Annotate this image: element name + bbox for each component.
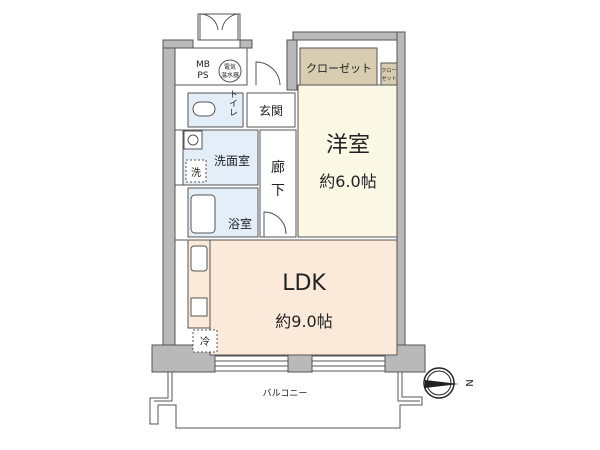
- compass-north-label: N: [463, 379, 474, 386]
- balcony-label: バルコニー: [263, 388, 308, 399]
- entrance-label: 玄関: [259, 103, 283, 118]
- fridge-space: [192, 329, 218, 353]
- sink-icon: [183, 130, 203, 150]
- toilet-label: トイレ: [227, 90, 238, 117]
- front-door: [197, 13, 281, 86]
- closet-label: クローゼット: [306, 62, 372, 75]
- bath-label: 浴室: [228, 216, 252, 231]
- compass-icon: N: [423, 367, 474, 399]
- small-closet-label-2: ゼット: [381, 75, 396, 82]
- closet: [299, 47, 378, 86]
- hallway-label-1: 廊: [271, 159, 285, 176]
- western-room: [297, 84, 398, 238]
- ldk-size: 約9.0帖: [275, 312, 332, 331]
- washer-label: 洗: [191, 167, 201, 179]
- windows: [214, 355, 386, 372]
- western-room-name: 洋室: [326, 133, 370, 158]
- mbps-label-2: PS: [197, 71, 208, 81]
- hallway-label-2: 下: [271, 183, 285, 199]
- toilet-icon: [192, 101, 216, 117]
- water-heater-label-1: 電気: [224, 63, 236, 71]
- fridge-label: 冷: [200, 335, 210, 348]
- hallway: [259, 129, 297, 238]
- ldk: [209, 239, 398, 356]
- entrance: [246, 92, 296, 128]
- ldk-name: LDK: [282, 271, 326, 296]
- stove-icon: [190, 297, 208, 317]
- kitchen-sink-icon: [190, 245, 208, 272]
- bathtub-icon: [190, 194, 216, 234]
- western-room-size: 約6.0帖: [319, 172, 376, 191]
- washroom-label: 洗面室: [214, 153, 250, 168]
- mbps-label-1: MB: [196, 60, 210, 70]
- water-heater-icon: [218, 59, 242, 83]
- washer-space: [185, 159, 207, 183]
- water-heater-label-2: 温水器: [221, 71, 239, 79]
- walls: [151, 31, 426, 373]
- small-closet-label-1: クロー: [381, 68, 396, 74]
- balcony: バルコニー: [149, 372, 423, 429]
